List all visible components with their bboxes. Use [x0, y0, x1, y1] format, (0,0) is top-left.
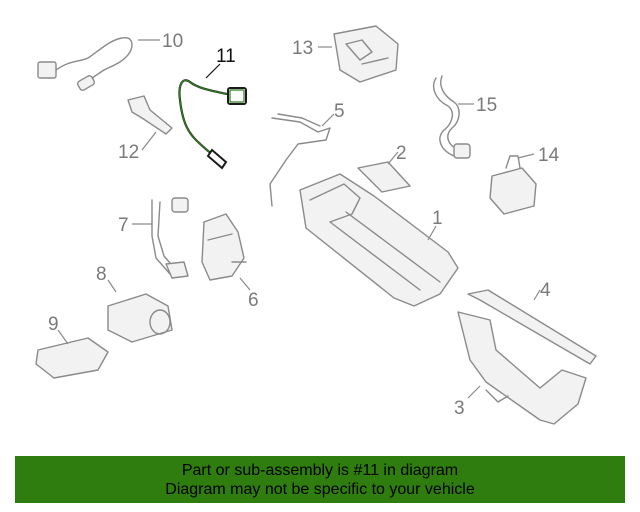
part-6-valve — [201, 213, 251, 291]
part-4-rail — [467, 289, 597, 365]
callout-5: 5 — [334, 101, 345, 122]
callout-13: 13 — [292, 38, 313, 59]
banner-line-part-number: Part or sub-assembly is #11 in diagram — [181, 462, 459, 479]
callout-3: 3 — [454, 398, 465, 419]
part-7-hose — [132, 197, 189, 279]
callout-1: 1 — [432, 208, 443, 229]
callout-10: 10 — [162, 31, 183, 52]
callout-14: 14 — [538, 145, 560, 166]
callout-11-highlighted: 11 — [216, 46, 236, 67]
part-10-oxygen-sensor — [37, 37, 160, 91]
part-2-plate — [357, 151, 411, 193]
part-11-oxygen-sensor-highlighted — [178, 63, 247, 170]
part-15-hose — [432, 75, 474, 159]
part-9-bracket — [35, 329, 109, 379]
part-3-mounting-bracket — [457, 311, 587, 425]
banner-line-disclaimer: Diagram may not be specific to your vehi… — [165, 481, 475, 498]
part-13-valve — [318, 25, 399, 83]
callout-4: 4 — [540, 280, 551, 301]
part-8-pump — [107, 279, 173, 343]
callout-2: 2 — [396, 143, 407, 164]
callout-12: 12 — [118, 142, 139, 163]
callout-15: 15 — [476, 95, 497, 116]
callout-9: 9 — [48, 314, 59, 335]
part-14-solenoid — [489, 153, 537, 215]
part-1-canister — [299, 173, 459, 307]
part-12-bracket — [127, 95, 173, 151]
callout-7: 7 — [118, 215, 129, 236]
parts-diagram: 10 11 12 13 15 5 2 14 1 7 8 6 4 9 3 — [35, 25, 597, 425]
disclaimer-banner: Part or sub-assembly is #11 in diagram D… — [15, 456, 625, 503]
callout-8: 8 — [96, 264, 107, 285]
callout-6: 6 — [248, 290, 259, 311]
part-5-tube — [269, 113, 335, 207]
